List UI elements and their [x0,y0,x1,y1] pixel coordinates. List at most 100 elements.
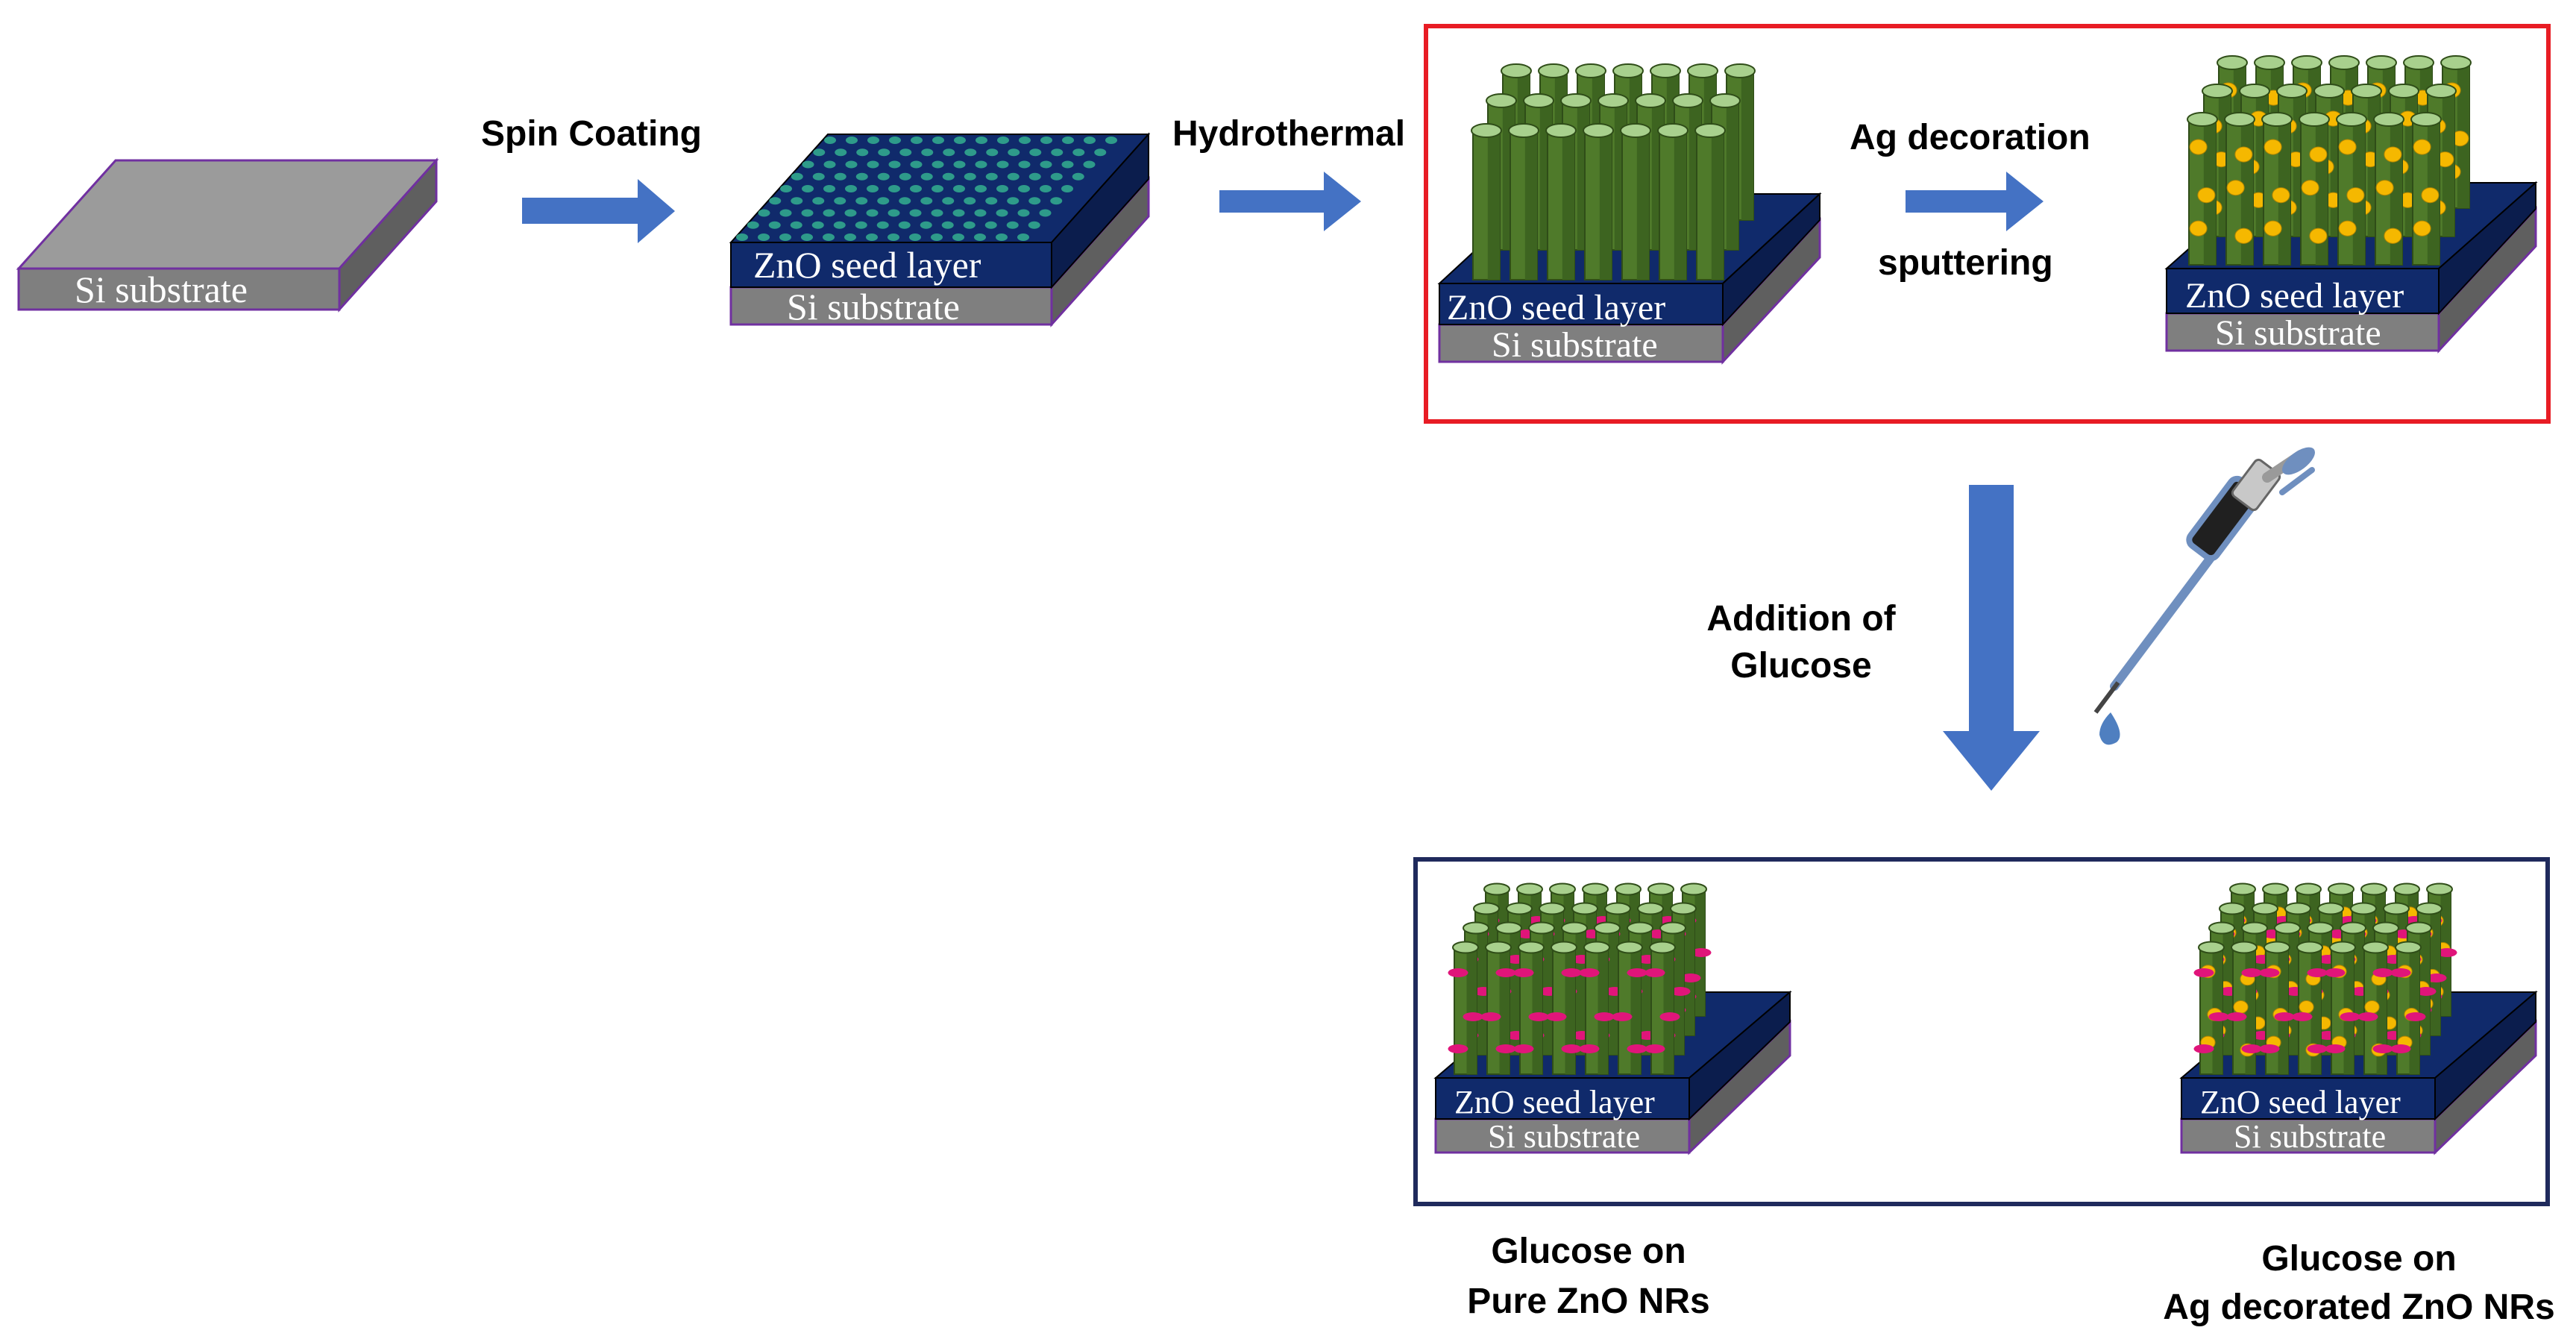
seed-dot [812,172,825,181]
nanorod [1508,123,1539,280]
glucose-ag-nanorods [2193,882,2457,1075]
nanorod [1546,941,1582,1075]
seed-dot [855,172,868,181]
zno-seed-label: ZnO seed layer [2200,1084,2401,1120]
seed-dot [867,160,879,169]
ag-result-line1: Glucose on [2261,1239,2456,1279]
ag-particle [2197,187,2216,204]
seed-dot [823,233,835,241]
glucose-molecule [1680,973,1701,982]
glucose-molecule [2325,1044,2346,1053]
ag-particle [2189,220,2208,236]
seed-dot [877,172,890,181]
seed-dot [920,197,933,205]
pipette-icon [2093,447,2315,714]
ag-particle [2413,220,2431,236]
seed-dot [964,172,976,181]
ag-particle [2264,139,2282,155]
seed-dot [768,221,781,229]
ag-result-line2: Ag decorated ZnO NRs [2163,1288,2554,1327]
seed-dot [1061,160,1074,169]
seed-dot [910,160,923,169]
seed-dot [758,233,770,241]
glucose-molecule [1546,1012,1567,1021]
seed-dot [963,221,976,229]
seed-dot [811,221,824,229]
glucose-molecule [1448,968,1468,977]
si-substrate-label: Si substrate [1492,325,1658,365]
seed-dot [801,209,814,217]
seed-dot [823,160,836,169]
seed-dot [985,172,998,181]
seed-dot [964,148,977,157]
seed-dot [855,221,867,229]
ag-particle [2338,220,2357,236]
seed-dot [834,197,846,205]
pure-result-line1: Glucose on [1491,1232,1686,1271]
zno-seed-label: ZnO seed layer [1447,288,1665,327]
glucose-molecule [1659,1012,1680,1021]
glucose-molecule [1561,1044,1582,1053]
glucose-molecule [1627,968,1647,977]
seed-dot [747,221,759,229]
zno-seed-label: ZnO seed layer [753,244,981,286]
seed-dot [801,233,813,241]
seed-dot [974,209,987,217]
nanorod [2390,941,2426,1075]
glucose-molecule [1513,968,1534,977]
seed-dot [996,233,1008,241]
seed-dot [878,148,890,157]
arrow-right-icon [1906,172,2043,231]
seed-dot [1040,137,1052,144]
ag-particle [2384,146,2402,163]
seed-dot [888,185,900,192]
glucose-molecule [2241,968,2262,977]
seed-dot [1006,221,1019,229]
ag-particle [2299,1000,2314,1014]
glucose-molecule [1480,1012,1501,1021]
seed-dot [758,209,770,217]
glucose-pure-block: ZnO seed layer Si substrate [1433,882,1792,1156]
ag-particle [2234,228,2253,244]
seed-dot [1062,137,1074,144]
seed-layer-block: ZnO seed layer Si substrate [729,132,1151,327]
glucose-molecule [2416,987,2437,996]
seed-dot [1050,172,1063,181]
si-substrate-block: Si substrate [16,157,439,313]
nanorod [2224,112,2255,266]
seed-dot [1072,172,1084,181]
seed-dot [952,209,965,217]
ag-particle [2413,139,2431,155]
addition-label-line2: Glucose [1730,646,1871,686]
seed-dot [1008,148,1020,157]
seed-dot [910,185,922,192]
glucose-molecule [2274,1012,2295,1021]
glucose-molecule [2325,968,2346,977]
seed-dot [856,148,869,157]
nanorod [1471,123,1502,280]
glucose-molecule [2241,1044,2262,1053]
seed-dot [986,148,999,157]
glucose-molecule [2357,1012,2378,1021]
glucose-molecule [1495,968,1516,977]
seed-dot [932,160,944,169]
seed-dot [909,233,921,241]
seed-dot [845,160,858,169]
glucose-molecule [2226,1012,2247,1021]
ag-particle [2346,187,2365,204]
nanorod [1583,123,1614,280]
seed-dot [1051,148,1064,157]
glucose-molecule [2307,968,2328,977]
seed-dot [942,197,955,205]
si-substrate-label: Si substrate [1488,1118,1640,1155]
ag-particle [2233,1000,2249,1014]
nanorod [2357,941,2393,1075]
seed-dot [845,185,857,192]
seed-dot [888,209,900,217]
seed-dot [866,209,879,217]
seed-dot [921,148,934,157]
seed-dot [1050,197,1063,205]
glucose-molecule [2437,948,2457,957]
nanorod [1513,941,1549,1075]
glucose-molecule [1644,968,1665,977]
